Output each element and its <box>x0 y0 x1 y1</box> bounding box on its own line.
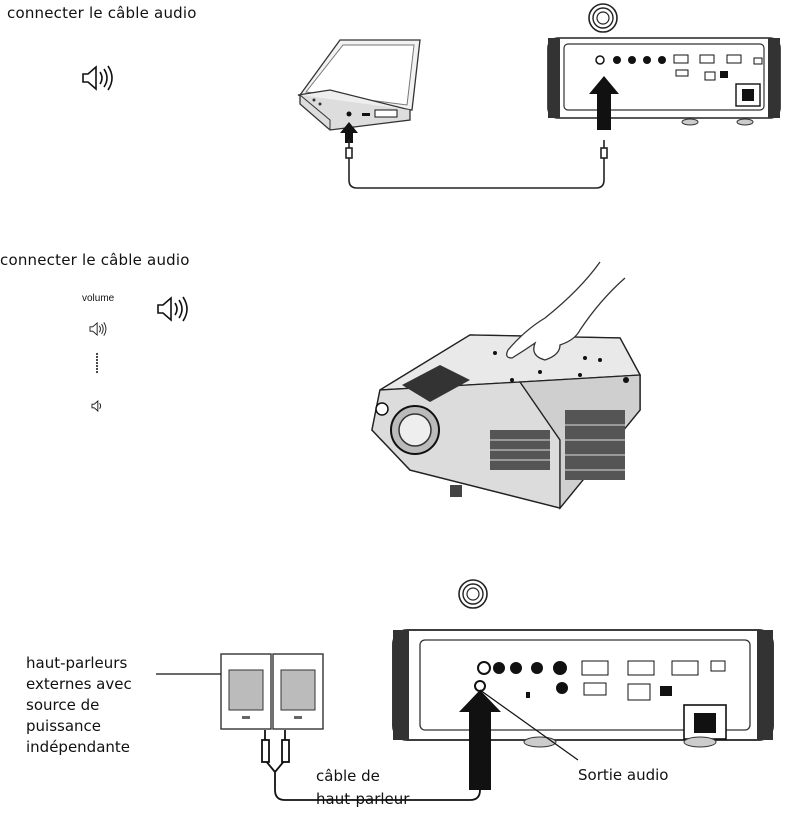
external-speakers-label: haut-parleurs externes avec source de pu… <box>26 653 132 758</box>
laptop-icon <box>297 39 421 131</box>
audio-cable <box>345 140 608 189</box>
cable-label-line: haut-parleur <box>316 790 410 808</box>
speakers-label-line: externes avec <box>26 675 132 693</box>
arrow-up-icon <box>589 76 619 130</box>
speakers-label-line: puissance <box>26 717 101 735</box>
speaker-icon <box>157 296 188 322</box>
arrow-up-icon <box>340 122 358 143</box>
hand-icon <box>506 261 626 361</box>
speaker-cable-label: câble de haut-parleur <box>316 766 409 810</box>
caption-laptop-audio: connecter le câble audio <box>7 4 197 22</box>
cable-label-line: câble de <box>316 767 380 785</box>
speakers-label-line: indépendante <box>26 738 131 756</box>
audio-out-label: Sortie audio <box>578 766 669 784</box>
projector-icon <box>371 334 642 510</box>
external-speakers <box>220 653 324 730</box>
caption-volume-audio: connecter le câble audio <box>0 251 190 269</box>
volume-slider-dots <box>96 353 98 373</box>
projector-icon <box>547 3 781 130</box>
speaker-cable <box>261 688 481 801</box>
lens-icon <box>458 579 488 609</box>
arrow-up-icon <box>459 690 501 790</box>
leader-line <box>479 689 579 761</box>
speaker-icon <box>91 400 101 412</box>
speaker-icon <box>82 65 113 91</box>
speaker-icon <box>89 321 107 337</box>
lens-icon <box>588 3 618 33</box>
speakers-label-line: haut-parleurs <box>26 654 128 672</box>
speakers-label-line: source de <box>26 696 100 714</box>
volume-label: volume <box>82 293 115 304</box>
projector-icon <box>392 629 774 790</box>
